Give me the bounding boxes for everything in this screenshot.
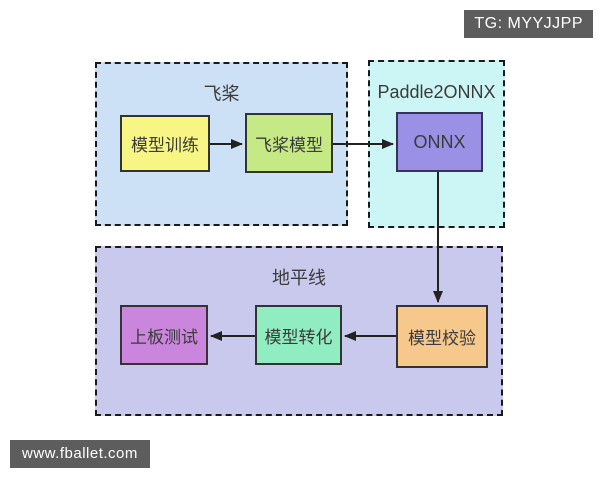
group-paddle-title: 飞桨	[203, 84, 240, 104]
group-horizon-title: 地平线	[272, 268, 326, 288]
group-horizon: 地平线 模型校验 模型转化 上板测试	[95, 246, 503, 416]
group-paddle2onnx: Paddle2ONNX ONNX	[368, 60, 505, 228]
watermark-bottom-left: www.fballet.com	[10, 440, 150, 468]
node-onnx: ONNX	[396, 112, 483, 172]
node-paddle-model: 飞桨模型	[245, 113, 333, 173]
node-board-test: 上板测试	[120, 305, 208, 365]
group-paddle2onnx-title: Paddle2ONNX	[377, 82, 496, 102]
node-model-convert: 模型转化	[255, 305, 342, 365]
watermark-top-right: TG: MYYJJPP	[464, 10, 593, 38]
node-model-train: 模型训练	[120, 115, 210, 172]
node-model-verify: 模型校验	[396, 305, 488, 368]
group-paddle: 飞桨 模型训练 飞桨模型	[95, 62, 348, 226]
